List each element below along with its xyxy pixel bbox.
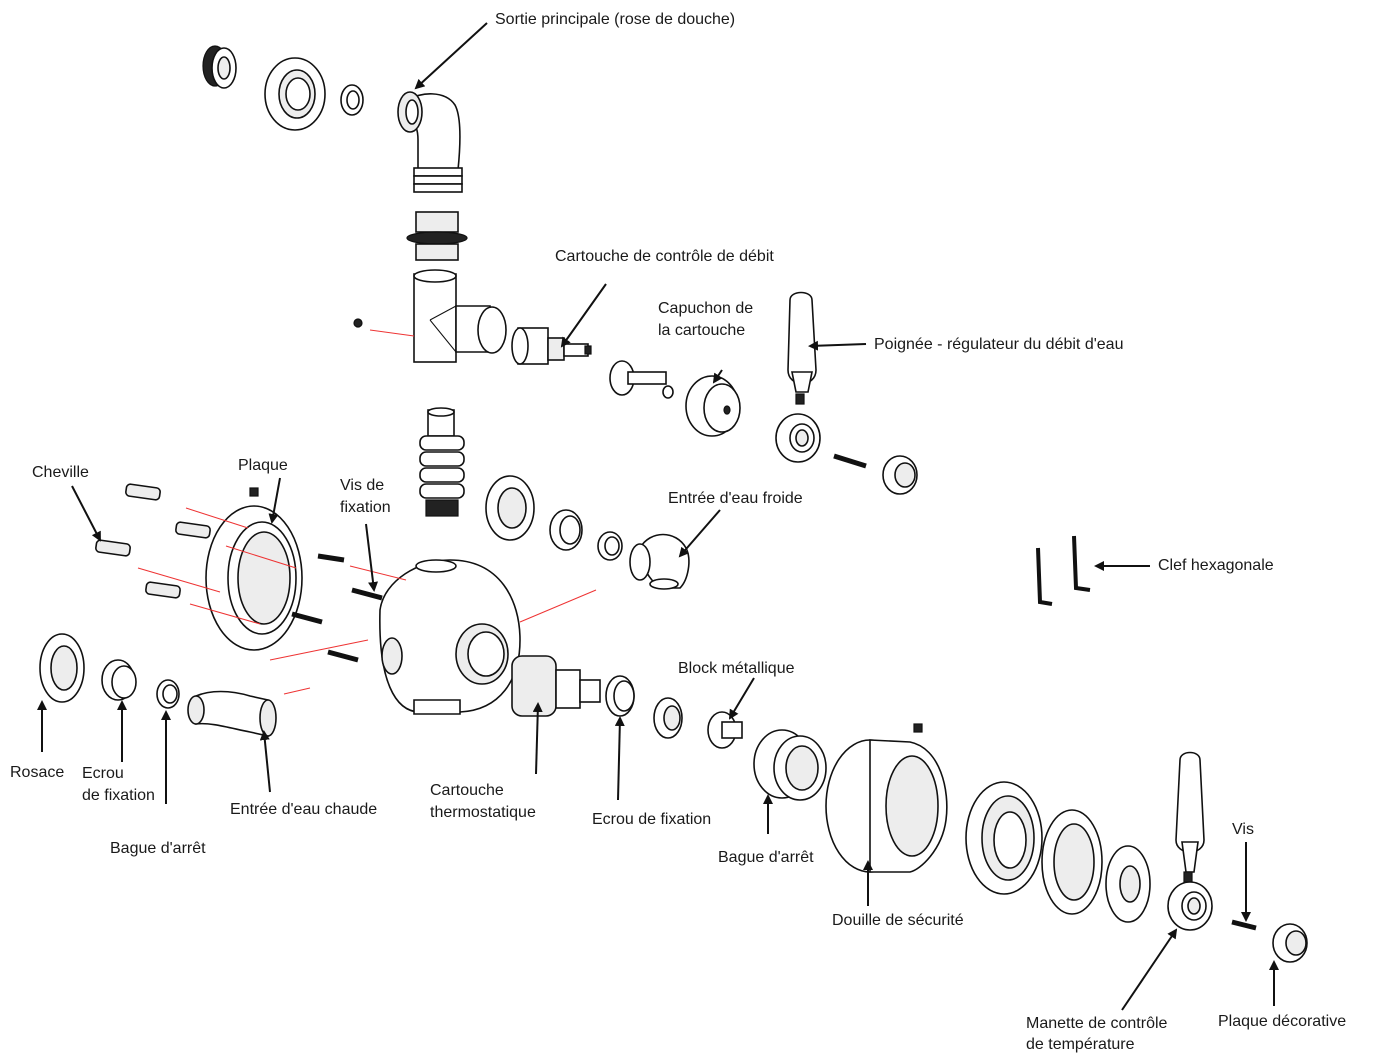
label-cartouche-debit: Cartouche de contrôle de débit [555, 248, 774, 265]
label-poignee: Poignée - régulateur du débit d'eau [874, 336, 1123, 353]
label-vis-fixation-line2: fixation [340, 499, 391, 516]
front-shroud [965, 781, 1043, 895]
mounting-plate [205, 487, 303, 651]
valve-body [379, 559, 521, 715]
label-sortie-principale: Sortie principale (rose de douche) [495, 11, 735, 28]
assembly-axes [137, 329, 597, 695]
label-bague-arret-left: Bague d'arrêt [110, 840, 206, 857]
safety-sleeve [825, 723, 948, 873]
cartridge-cap [685, 375, 741, 437]
cold-ring [597, 531, 623, 561]
cold-nut [549, 509, 583, 551]
left-stop-ring [156, 679, 180, 709]
cold-rosace [485, 475, 535, 541]
wall-plugs [95, 483, 211, 599]
label-capuchon-line2: la cartouche [658, 322, 745, 339]
labels: Sortie principale (rose de douche) Carto… [10, 11, 1346, 1053]
flow-handle [775, 291, 821, 463]
riser-stem [419, 407, 465, 517]
label-plaque: Plaque [238, 457, 288, 474]
flow-cartridge [511, 327, 592, 365]
fixing-nut-center [605, 675, 635, 717]
stop-ring-right [753, 729, 827, 801]
decorative-cap [1272, 923, 1308, 963]
thermostatic-cartridge [511, 655, 601, 717]
tee-body [413, 269, 507, 363]
flow-spindle [609, 360, 674, 399]
label-capuchon-line1: Capuchon de [658, 300, 753, 317]
left-nut [101, 659, 137, 701]
label-bague-arret-right: Bague d'arrêt [718, 849, 814, 866]
flow-decorative-cap [882, 455, 918, 495]
left-rosace [39, 633, 85, 703]
dial-plate [1041, 809, 1103, 915]
label-cartouche-thermo-line2: thermostatique [430, 804, 536, 821]
label-block: Block métallique [678, 660, 795, 677]
label-cheville: Cheville [32, 464, 89, 481]
leader-arrows [37, 22, 1279, 1011]
label-vis-fixation-line1: Vis de [340, 477, 384, 494]
label-rosace: Rosace [10, 764, 64, 781]
hot-inlet-pipe [187, 690, 277, 737]
fixing-screws [291, 553, 383, 663]
metal-block [653, 697, 743, 749]
cold-elbow [629, 533, 690, 590]
flow-handle-screw [833, 453, 867, 469]
label-plaque-decorative: Plaque décorative [1218, 1013, 1346, 1030]
label-ecrou-line2: de fixation [82, 787, 155, 804]
label-entree-chaude: Entrée d'eau chaude [230, 801, 377, 818]
shower-outlet-elbow [397, 91, 463, 193]
top-washer [340, 84, 364, 116]
label-manette-line1: Manette de contrôle [1026, 1015, 1168, 1032]
top-rosace [264, 57, 326, 131]
label-ecrou-line1: Ecrou [82, 765, 124, 782]
label-ecrou-fixation: Ecrou de fixation [592, 811, 711, 828]
label-cartouche-thermo-line1: Cartouche [430, 782, 504, 799]
top-knob [202, 45, 237, 89]
label-douille: Douille de sécurité [832, 912, 964, 929]
handle-rosace [1105, 845, 1151, 923]
handle-screw [1231, 919, 1257, 931]
label-entree-froide: Entrée d'eau froide [668, 490, 803, 507]
grub-screw-top [353, 318, 363, 328]
label-vis: Vis [1232, 821, 1254, 838]
label-manette-line2: de température [1026, 1036, 1135, 1053]
nipple-connector [406, 211, 468, 261]
temperature-handle [1167, 751, 1213, 931]
hex-keys [1036, 535, 1091, 606]
label-clef: Clef hexagonale [1158, 557, 1274, 574]
